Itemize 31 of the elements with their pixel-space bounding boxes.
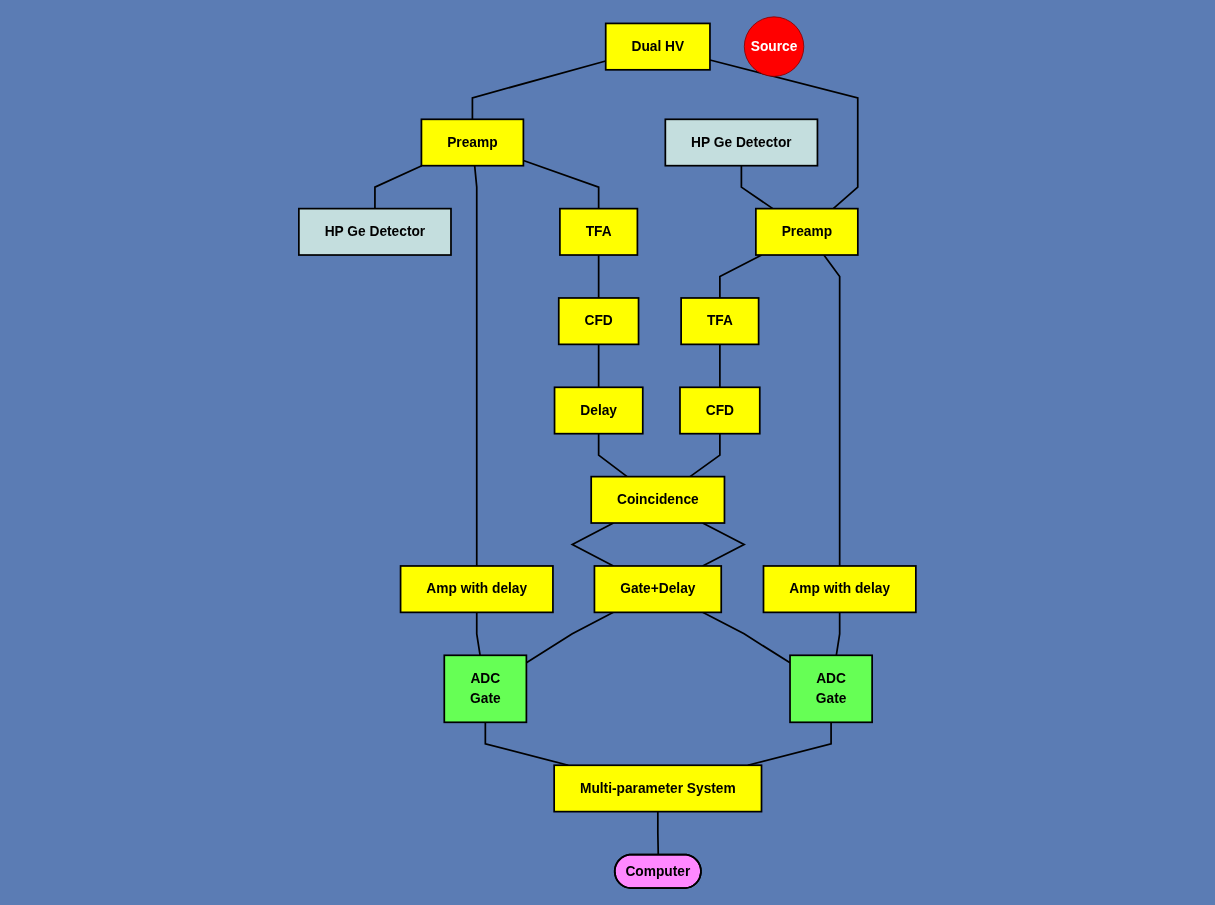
connector [689, 432, 721, 478]
node-box: ADC Gate [443, 654, 528, 724]
node-box: ADC Gate [789, 654, 874, 724]
connector [719, 254, 763, 299]
node-circle: Source [744, 16, 805, 77]
node-box: Multi-parameter System [553, 764, 763, 813]
node-box: Amp with delay [762, 565, 917, 614]
node-box: HP Ge Detector [664, 118, 819, 167]
connector [657, 810, 660, 856]
connector [719, 343, 721, 389]
connector [473, 164, 478, 567]
node-box: HP Ge Detector [298, 207, 452, 256]
node-box: Delay [553, 386, 644, 435]
connector [740, 164, 774, 210]
connector [835, 611, 841, 657]
connector [823, 254, 841, 567]
connector [597, 254, 600, 299]
node-box: Amp with delay [399, 565, 554, 614]
node-box: Dual HV [605, 22, 711, 71]
node-box: Preamp [420, 118, 525, 167]
node-box: CFD [558, 297, 640, 346]
node-box: Gate+Delay [593, 565, 723, 614]
connector [597, 432, 629, 478]
connector [597, 343, 600, 389]
node-box: Coincidence [590, 475, 726, 524]
node-box: CFD [679, 386, 761, 435]
connector [374, 164, 423, 210]
connector [476, 611, 482, 657]
node-box: Preamp [755, 207, 859, 256]
node-box: TFA [559, 207, 639, 256]
node-box: TFA [680, 297, 760, 346]
